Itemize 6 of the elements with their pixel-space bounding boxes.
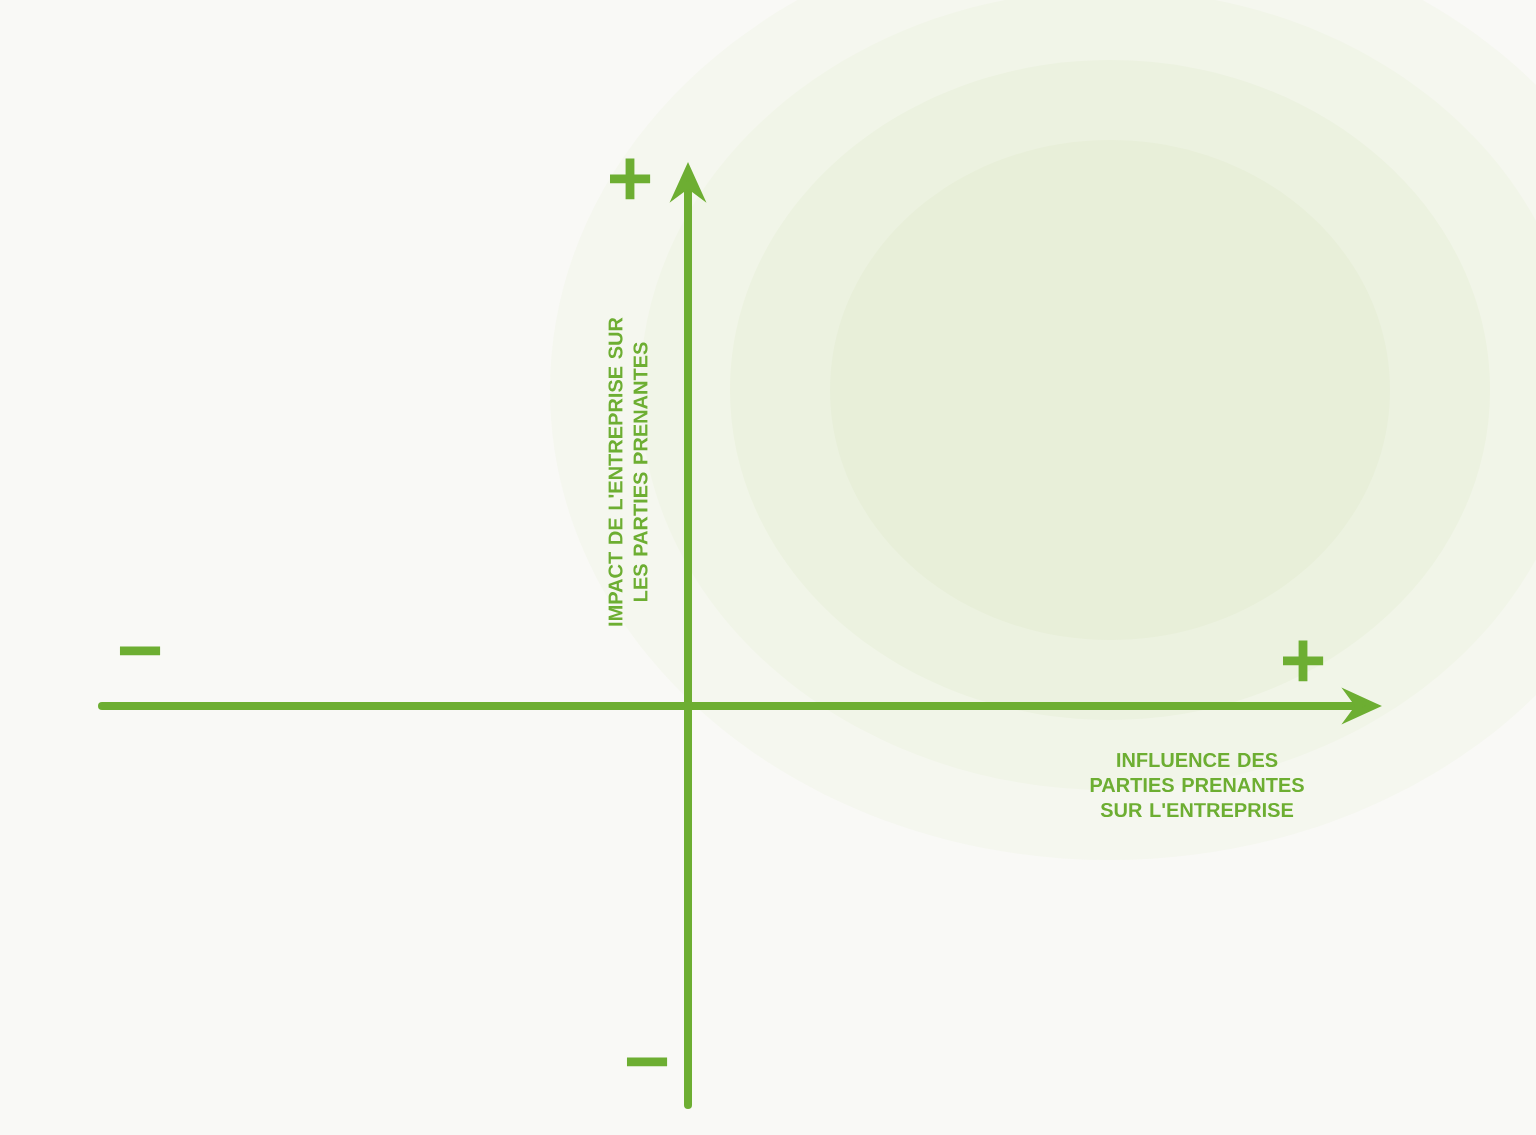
minus-sign: −	[626, 1057, 668, 1067]
minus-sign: −	[119, 646, 161, 656]
axis-title: INFLUENCE DES PARTIES PRENANTES SUR L'ENTREPRISE	[1090, 752, 1304, 818]
plus-sign: +	[610, 158, 651, 200]
plus-sign: +	[1283, 640, 1324, 682]
axis-title: IMPACT DE L'ENTREPRISE SUR LES PARTIES PRENANTES	[608, 317, 648, 626]
